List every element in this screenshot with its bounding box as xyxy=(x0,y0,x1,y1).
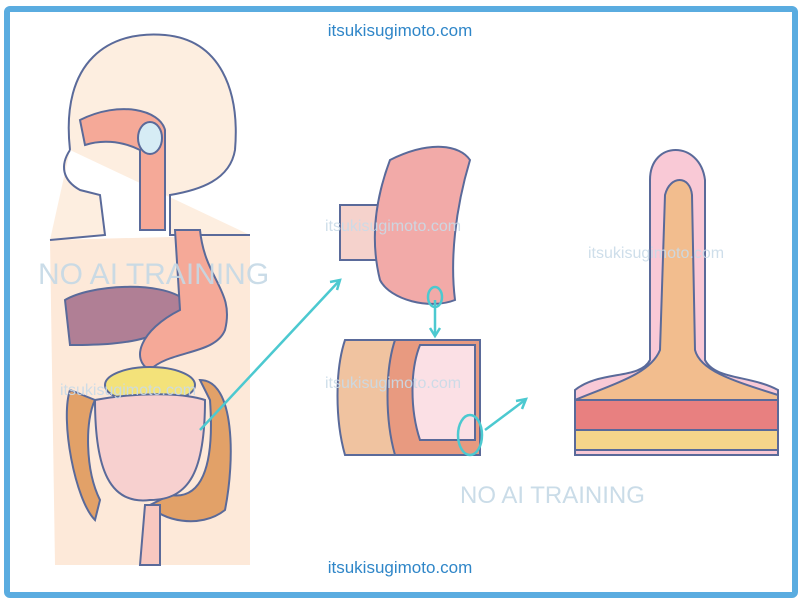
header-site-link[interactable]: itsukisugimoto.com xyxy=(327,21,473,40)
watermark-site: itsukisugimoto.com xyxy=(325,218,462,235)
pointer-arrows xyxy=(199,278,529,457)
watermark-site: itsukisugimoto.com xyxy=(588,245,725,262)
watermark-no-ai-training: NO AI TRAINING xyxy=(460,482,645,509)
human-body-figure xyxy=(49,33,250,566)
watermark-site: itsukisugimoto.com xyxy=(60,382,197,399)
footer-site-link[interactable]: itsukisugimoto.com xyxy=(327,558,473,577)
intestine-section xyxy=(339,145,472,305)
watermark-no-ai-training: NO AI TRAINING xyxy=(38,258,270,291)
villus xyxy=(574,149,779,456)
intestine-wall-layers xyxy=(336,339,481,456)
watermark-site: itsukisugimoto.com xyxy=(325,375,462,392)
